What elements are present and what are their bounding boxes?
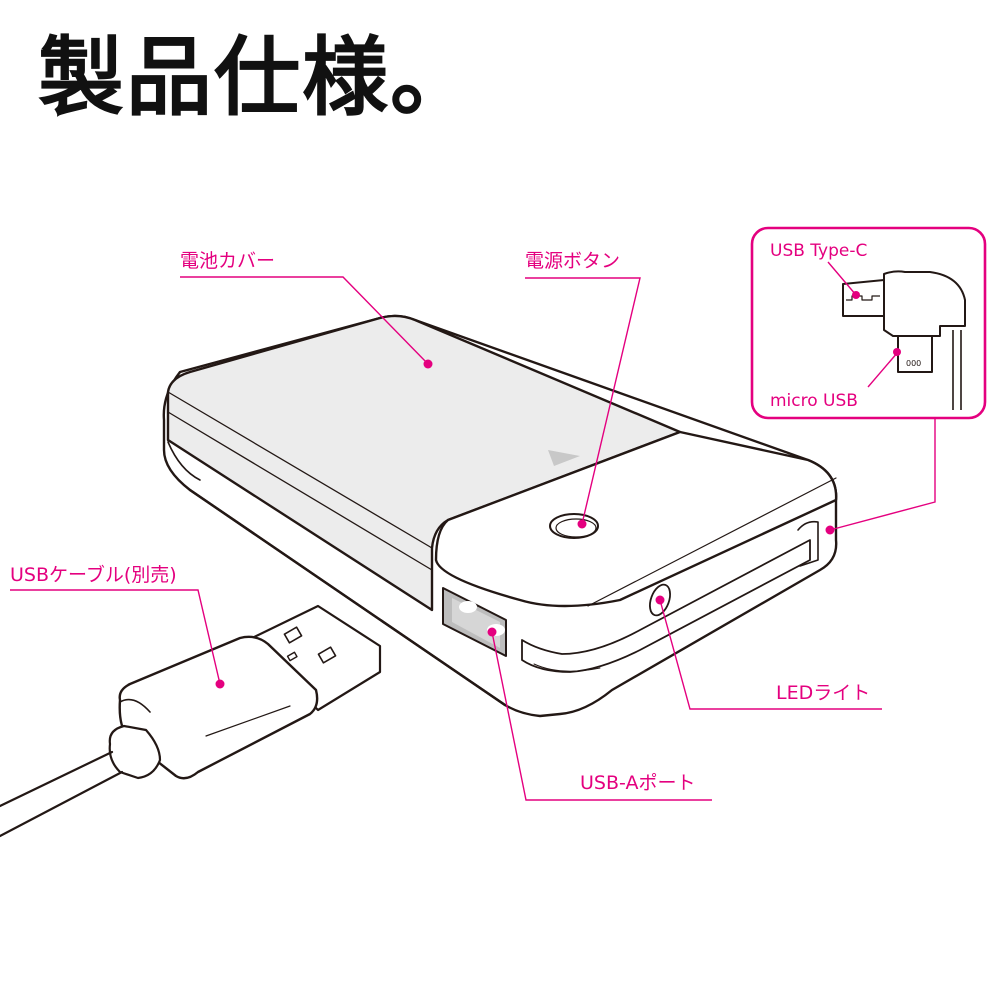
label-power-button: 電源ボタン [525,250,621,272]
usb-strain-relief [108,724,162,780]
label-usb-cable: USBケーブル(別売) [10,564,177,586]
micro-usb-tip [897,335,933,373]
usb-cord [0,750,124,838]
leader-led [659,599,882,710]
battery-cover [166,314,682,612]
dot-inset [825,525,835,535]
page-title: 製品仕様。 [38,27,478,128]
leader-power-button [525,277,641,525]
dot-type-c [852,291,860,299]
label-usb-a-port: USB-Aポート [580,772,696,794]
leader-usb-a [491,631,712,801]
label-type-c: USB Type-C [770,241,868,261]
side-slot [521,539,811,673]
dot-battery-cover [423,359,433,369]
leader-usb-cable [10,589,221,685]
leader-micro-usb [867,351,899,388]
label-micro-usb: micro USB [770,391,858,411]
dot-led [655,595,665,605]
usb-cable [0,604,382,838]
dot-micro-usb [893,348,901,356]
dot-power-button [577,519,587,529]
label-led-light: LEDライト [776,682,871,704]
type-c-tip [842,279,885,317]
slide-arrow-icon [548,450,580,466]
leader-inset [829,418,936,531]
leader-battery-cover [180,276,429,365]
end-cap [434,430,838,608]
dot-usb-a [487,627,497,637]
adapter-body [883,270,966,337]
micro-usb-pins: 000 [906,359,921,368]
dot-usb-cable [215,679,225,689]
leader-type-c [827,261,857,296]
label-battery-cover: 電池カバー [180,250,276,272]
